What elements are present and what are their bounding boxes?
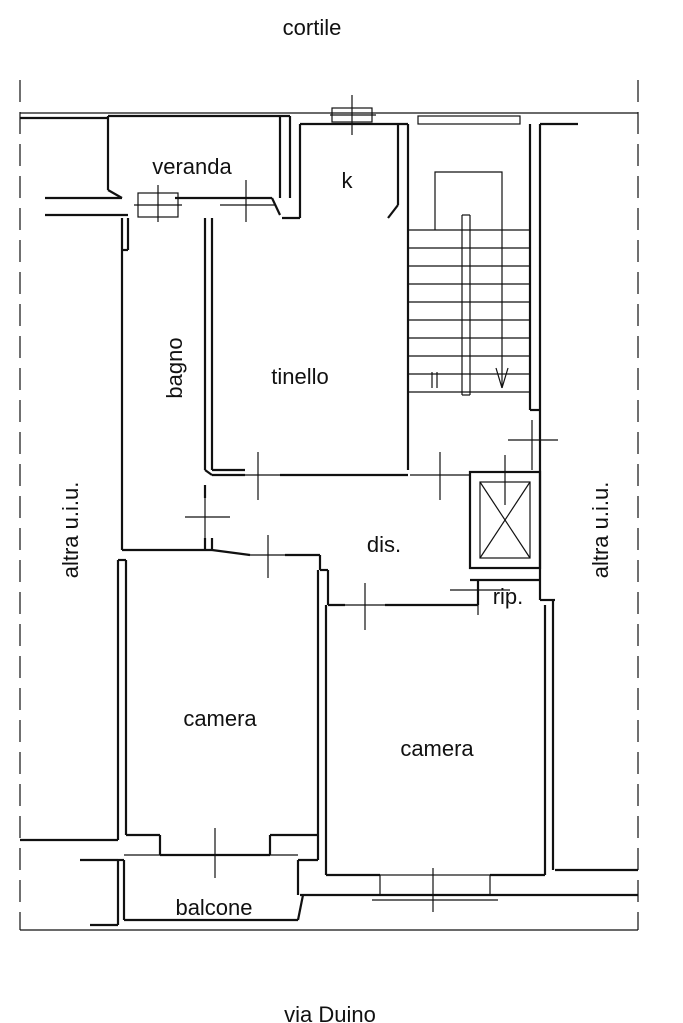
dis-walls xyxy=(211,535,555,630)
elevator-shaft-icon xyxy=(468,410,542,600)
staircase xyxy=(408,171,558,470)
label-veranda: veranda xyxy=(152,154,232,179)
label-balcone: balcone xyxy=(175,895,252,920)
kitchen-walls xyxy=(282,95,410,470)
label-bagno: bagno xyxy=(162,337,187,398)
label-via: via Duino xyxy=(284,1002,376,1023)
label-tinello: tinello xyxy=(271,364,328,389)
camera-left-walls xyxy=(116,558,328,878)
tinello-walls xyxy=(212,452,470,500)
label-k: k xyxy=(342,168,354,193)
label-altra-left: altra u.i.u. xyxy=(58,482,83,579)
label-camera-right: camera xyxy=(400,736,474,761)
property-boundary xyxy=(19,80,639,930)
veranda-walls xyxy=(134,116,292,222)
bagno-walls xyxy=(120,218,230,552)
label-altra-right: altra u.i.u. xyxy=(588,482,613,579)
stair-steps xyxy=(408,229,530,393)
label-dis: dis. xyxy=(367,532,401,557)
label-camera-left: camera xyxy=(183,706,257,731)
room-labels: cortile veranda k bagno tinello dis. rip… xyxy=(58,15,613,1023)
label-rip: rip. xyxy=(493,584,524,609)
camera-right-walls xyxy=(326,600,555,912)
arrow-down-icon xyxy=(495,230,509,389)
balcone-walls xyxy=(116,854,318,925)
label-cortile: cortile xyxy=(283,15,342,40)
